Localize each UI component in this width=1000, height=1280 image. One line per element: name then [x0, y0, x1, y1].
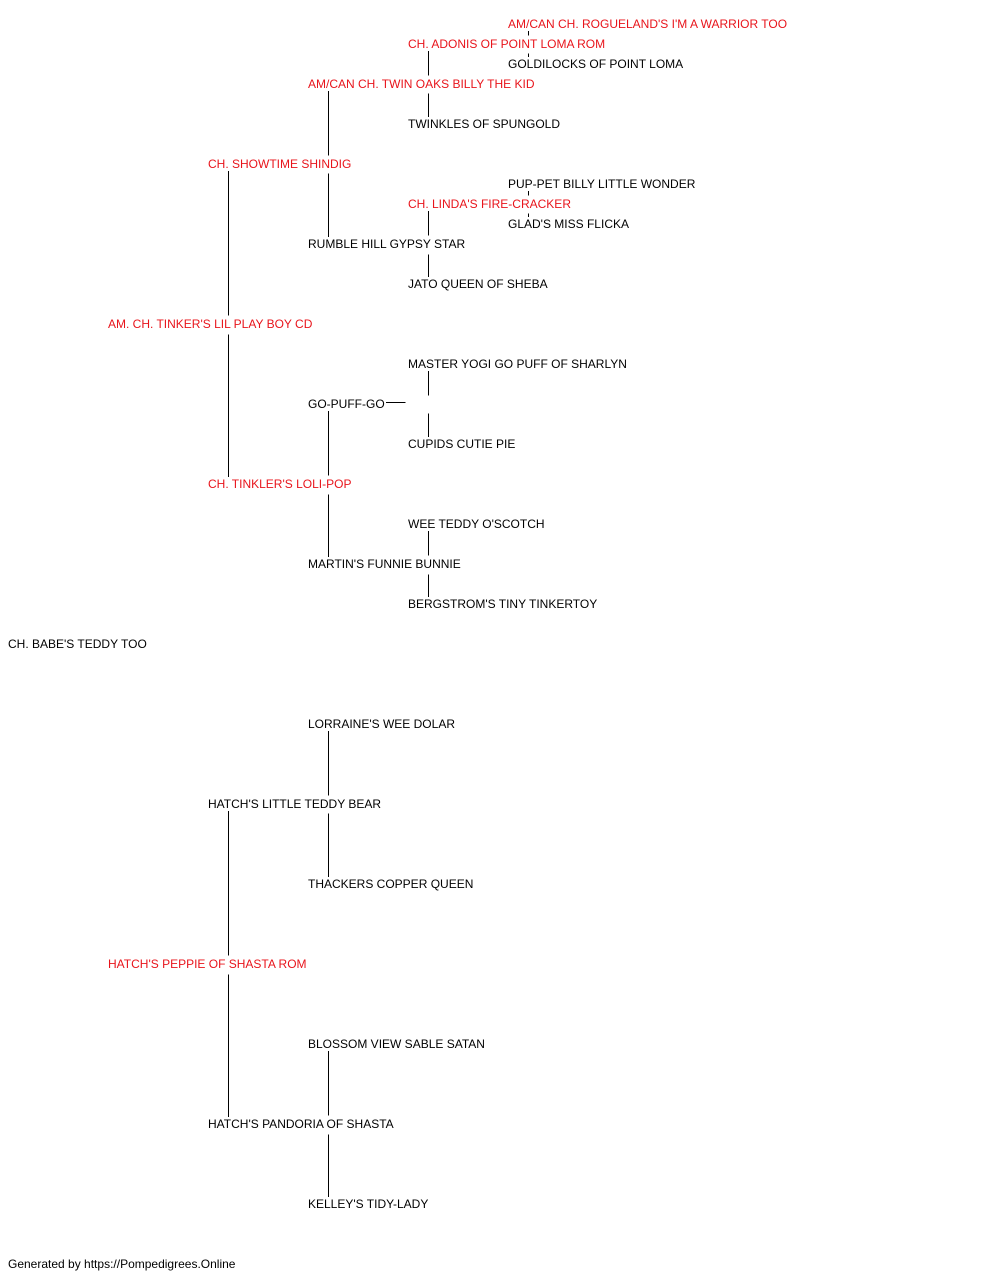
ancestor-sire-sire-dam: RUMBLE HILL GYPSY STAR — [308, 237, 467, 251]
ancestor-sire-sire-dam-sire: CH. LINDA'S FIRE-CRACKER — [408, 197, 572, 211]
ancestor-sire-sire: CH. SHOWTIME SHINDIG — [208, 157, 353, 171]
ancestor-sire-dam-sire-dam: CUPIDS CUTIE PIE — [408, 437, 517, 451]
ancestor-dam-dam-dam: KELLEY'S TIDY-LADY — [308, 1197, 430, 1211]
ancestor-sire-dam-sire: GO-PUFF-GO — [308, 397, 386, 411]
ancestor-sire-sire-dam-sire-sire: PUP-PET BILLY LITTLE WONDER — [508, 177, 697, 191]
ancestor-sire-dam-sire-sire: MASTER YOGI GO PUFF OF SHARLYN — [408, 357, 628, 371]
ancestor-sire-sire-sire: AM/CAN CH. TWIN OAKS BILLY THE KID — [308, 77, 536, 91]
ancestor-dam-dam-sire: BLOSSOM VIEW SABLE SATAN — [308, 1037, 486, 1051]
ancestor-sire-dam-dam-sire: WEE TEDDY O'SCOTCH — [408, 517, 546, 531]
ancestor-sire-dam: CH. TINKLER'S LOLI-POP — [208, 477, 353, 491]
ancestor-sire-sire-sire-sire: CH. ADONIS OF POINT LOMA ROM — [408, 37, 607, 51]
ancestor-sire-sire-sire-sire-sire: AM/CAN CH. ROGUELAND'S I'M A WARRIOR TOO — [508, 17, 789, 31]
ancestor-sire-sire-sire-sire-dam: GOLDILOCKS OF POINT LOMA — [508, 57, 685, 71]
ancestor-sire-sire-dam-dam: JATO QUEEN OF SHEBA — [408, 277, 549, 291]
ancestor-sire-sire-sire-dam: TWINKLES OF SPUNGOLD — [408, 117, 562, 131]
ancestor-sire-dam-dam: MARTIN'S FUNNIE BUNNIE — [308, 557, 462, 571]
ancestor-dam-sire-dam: THACKERS COPPER QUEEN — [308, 877, 475, 891]
ancestor-sire: AM. CH. TINKER'S LIL PLAY BOY CD — [108, 317, 314, 331]
ancestor-dam-sire-sire: LORRAINE'S WEE DOLAR — [308, 717, 456, 731]
ancestor-dam-sire: HATCH'S LITTLE TEDDY BEAR — [208, 797, 382, 811]
subject-name: CH. BABE'S TEDDY TOO — [8, 637, 148, 651]
ancestor-dam: HATCH'S PEPPIE OF SHASTA ROM — [108, 957, 308, 971]
generated-by-footer: Generated by https://Pompedigrees.Online — [8, 1257, 236, 1271]
ancestor-sire-sire-dam-sire-dam: GLAD'S MISS FLICKA — [508, 217, 630, 231]
ancestor-dam-dam: HATCH'S PANDORIA OF SHASTA — [208, 1117, 395, 1131]
ancestor-sire-dam-dam-dam: BERGSTROM'S TINY TINKERTOY — [408, 597, 599, 611]
